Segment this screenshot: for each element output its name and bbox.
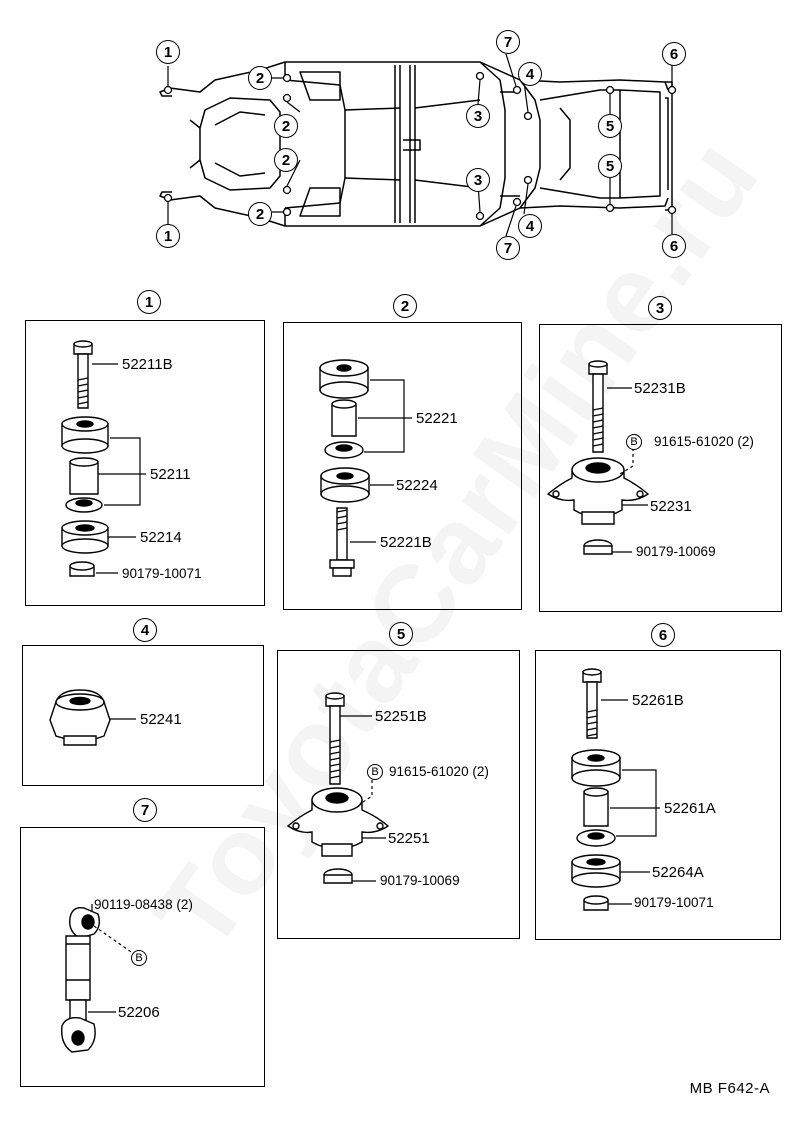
part-52214: 52214 — [140, 529, 182, 546]
frame-ref-2-b: 2 — [274, 114, 298, 138]
frame-ref-2-c: 2 — [274, 148, 298, 172]
frame-ref-7-top: 7 — [496, 30, 520, 54]
panel-1-number: 1 — [137, 290, 161, 314]
ref-b-p7: B — [131, 950, 147, 966]
frame-ref-5-top: 5 — [598, 114, 622, 138]
frame-ref-3-bottom: 3 — [466, 168, 490, 192]
part-52264A: 52264A — [652, 864, 704, 881]
panel-1 — [25, 320, 265, 606]
part-52241: 52241 — [140, 711, 182, 728]
frame-ref-4-top: 4 — [518, 62, 542, 86]
panel-5-number: 5 — [389, 622, 413, 646]
frame-ref-6-bottom: 6 — [662, 234, 686, 258]
frame-ref-1-top: 1 — [156, 40, 180, 64]
panel-4-number: 4 — [133, 618, 157, 642]
part-52261A: 52261A — [664, 800, 716, 817]
frame-ref-6-top: 6 — [662, 42, 686, 66]
frame-ref-2-a: 2 — [248, 66, 272, 90]
part-90119-08438: 90119-08438 (2) — [94, 897, 193, 912]
part-91615-61020-p3: 91615-61020 (2) — [654, 434, 754, 449]
frame-ref-1-bottom: 1 — [156, 224, 180, 248]
part-90179-10069-p5: 90179-10069 — [380, 873, 460, 888]
frame-ref-4-bottom: 4 — [518, 214, 542, 238]
part-90179-10071-p6: 90179-10071 — [634, 895, 714, 910]
panel-7 — [20, 827, 265, 1087]
panel-2 — [283, 322, 522, 610]
part-52261B: 52261B — [632, 692, 684, 709]
panel-6 — [535, 650, 781, 940]
part-52206: 52206 — [118, 1004, 160, 1021]
part-52251: 52251 — [388, 830, 430, 847]
panel-2-number: 2 — [393, 294, 417, 318]
part-90179-10071-p1: 90179-10071 — [122, 566, 202, 581]
panel-6-number: 6 — [651, 623, 675, 647]
part-52231B: 52231B — [634, 380, 686, 397]
part-52221B: 52221B — [380, 534, 432, 551]
part-52221: 52221 — [416, 410, 458, 427]
panel-5 — [277, 650, 520, 939]
part-91615-61020-p5: 91615-61020 (2) — [389, 764, 489, 779]
part-52251B: 52251B — [375, 708, 427, 725]
panel-3-number: 3 — [648, 296, 672, 320]
panel-3 — [539, 324, 782, 612]
ref-b-p5: B — [367, 764, 383, 780]
part-52211B: 52211B — [122, 356, 173, 373]
figure-code: MB F642-A — [689, 1080, 770, 1097]
frame-ref-3-top: 3 — [466, 104, 490, 128]
frame-ref-2-d: 2 — [248, 202, 272, 226]
part-52224: 52224 — [396, 477, 438, 494]
part-52231: 52231 — [650, 498, 692, 515]
frame-diagram — [159, 53, 677, 237]
part-90179-10069-p3: 90179-10069 — [636, 544, 716, 559]
panel-4 — [22, 645, 264, 786]
frame-ref-7-bottom: 7 — [496, 236, 520, 260]
ref-b-p3: B — [626, 434, 642, 450]
panel-7-number: 7 — [133, 798, 157, 822]
part-52211: 52211 — [150, 466, 191, 483]
frame-ref-5-bottom: 5 — [598, 154, 622, 178]
